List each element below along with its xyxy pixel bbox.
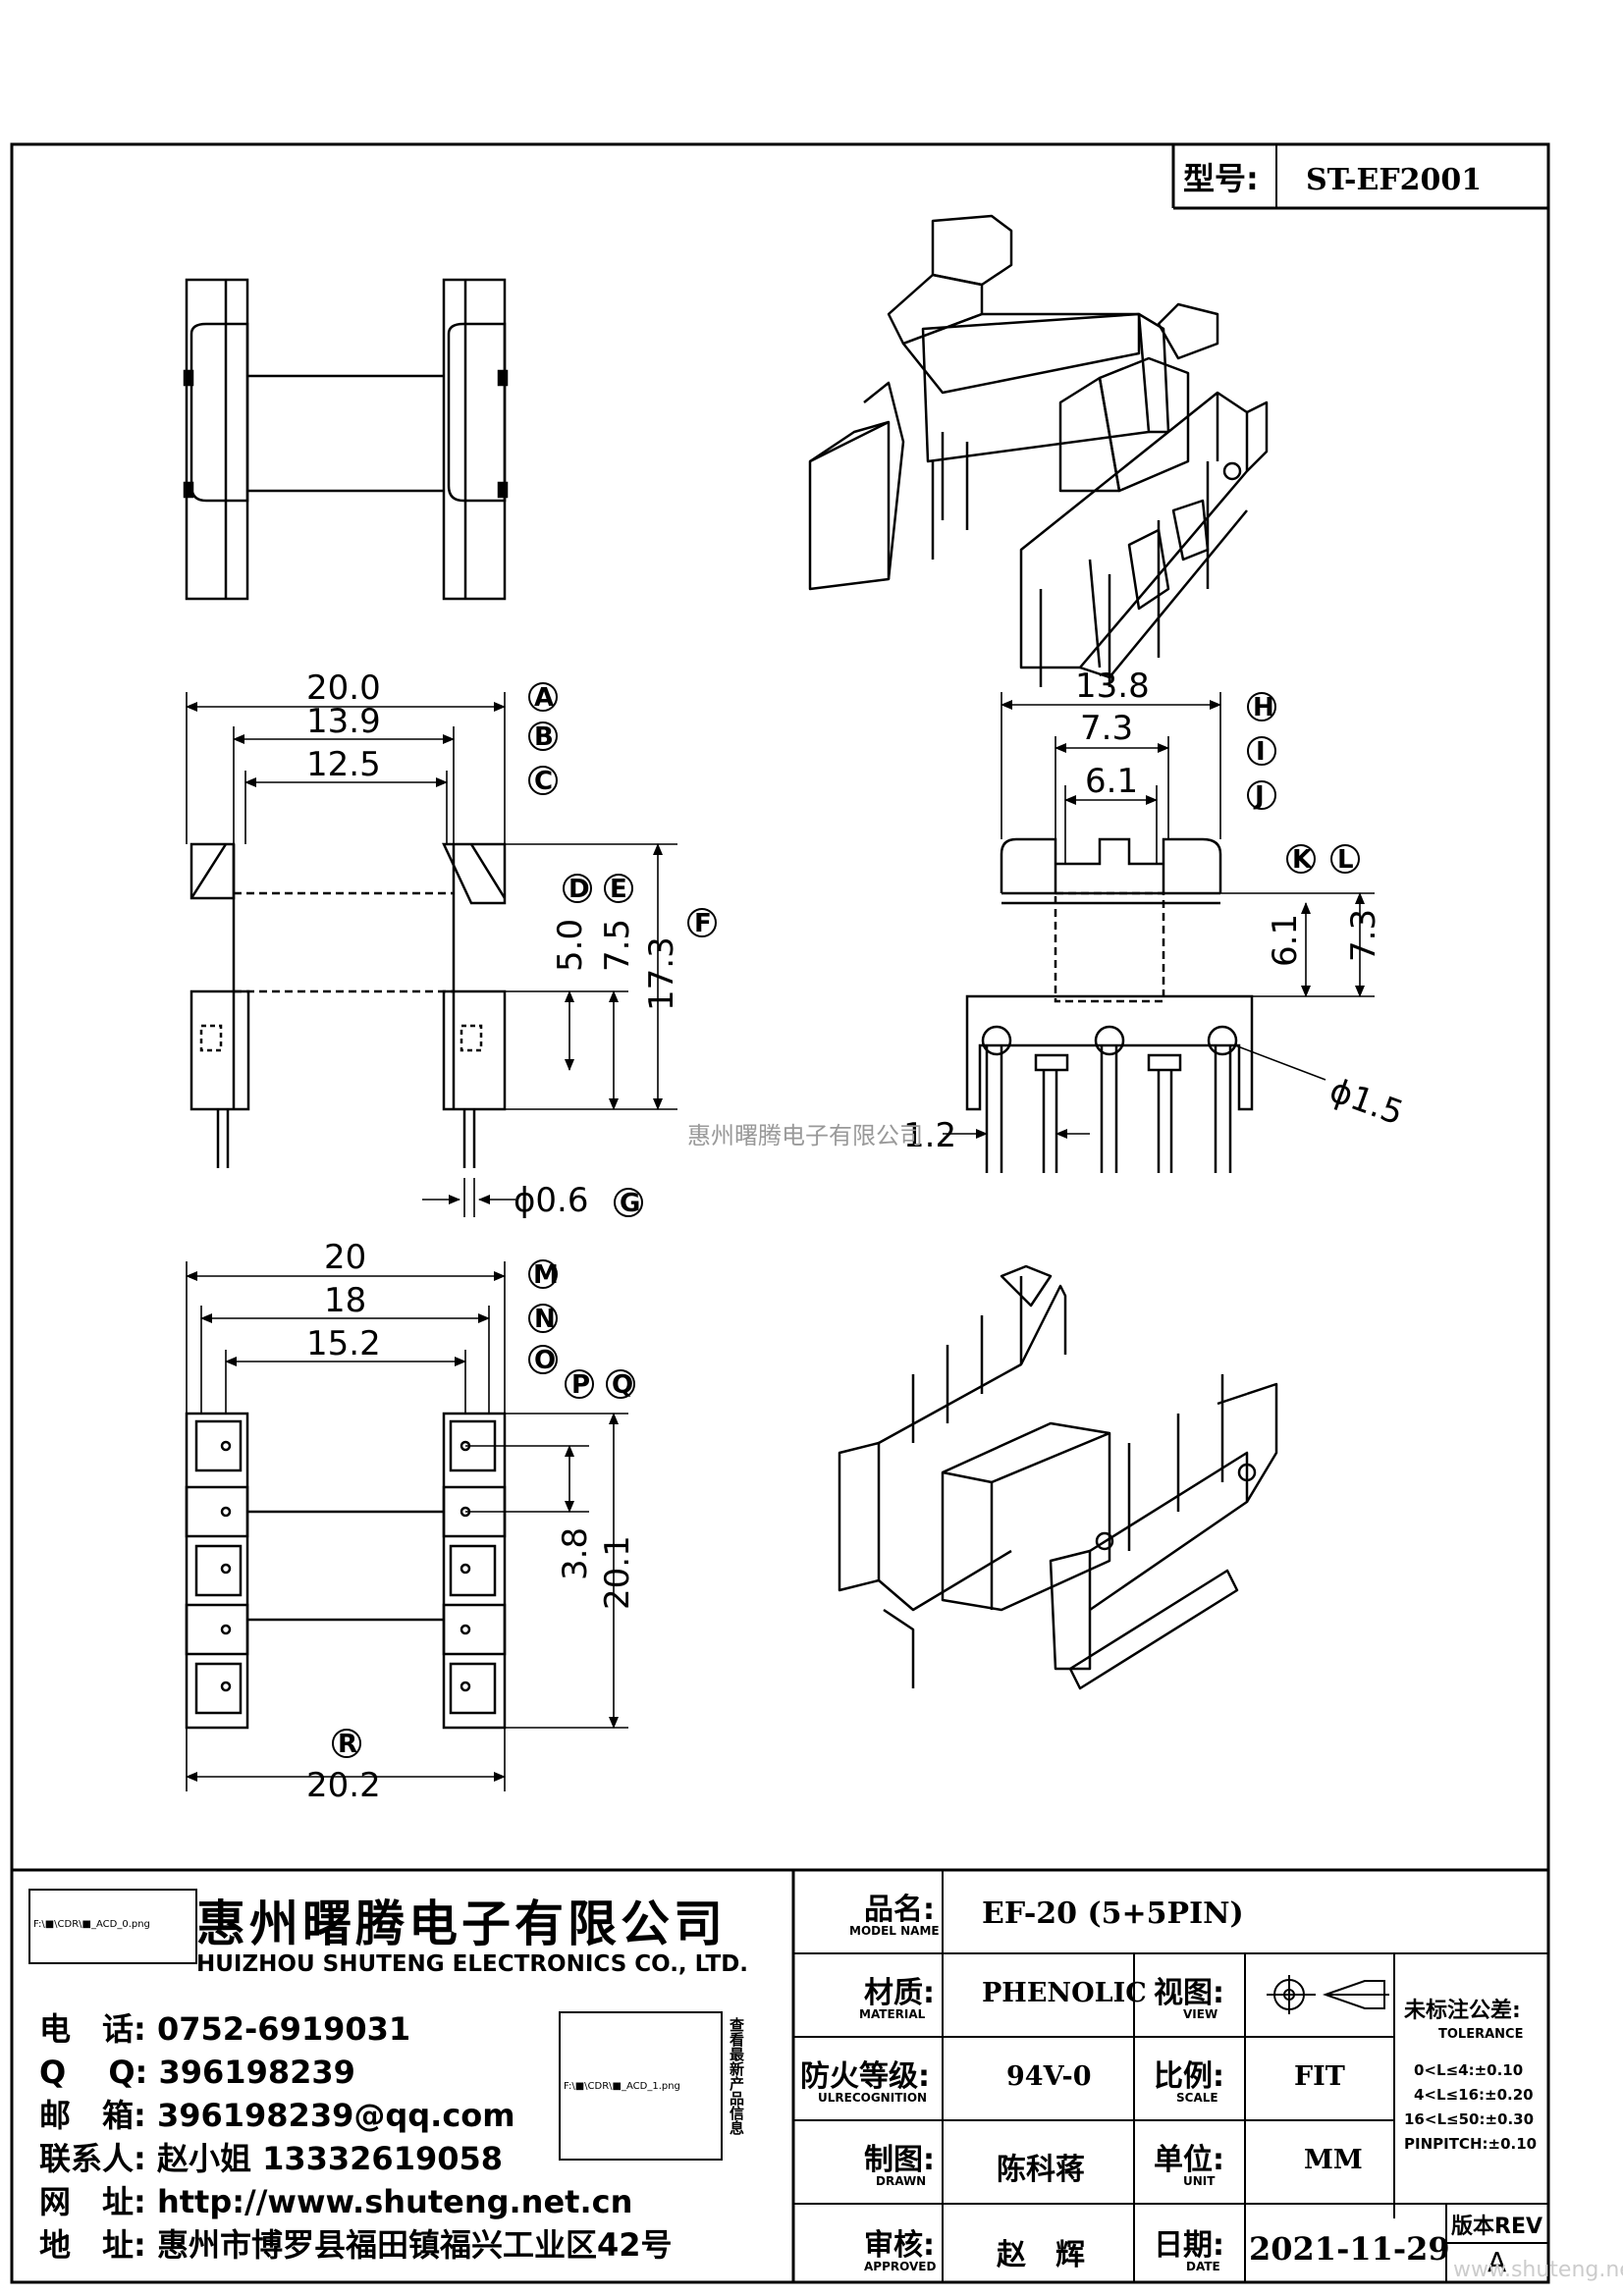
qr-code-box	[559, 2011, 723, 2161]
svg-text:P: P	[571, 1370, 590, 1400]
bottom-view-section	[185, 1412, 507, 1730]
scale-value: FIT	[1294, 2061, 1345, 2092]
svg-text:ϕ1.5: ϕ1.5	[1325, 1071, 1409, 1134]
top-left-side-view	[183, 278, 509, 601]
company-logo	[28, 1889, 197, 1964]
svg-text:20.1: 20.1	[598, 1535, 637, 1610]
qr-caption: 查看最新产品信息	[728, 2017, 745, 2135]
isometric-bottom-view	[838, 1264, 1278, 1690]
projection-symbol-icon	[1267, 1975, 1389, 2014]
side-view-dim-text: 20.0 13.9 12.5 5.0 7.5 17.3 ϕ0.6	[306, 668, 681, 1220]
front-view-section	[965, 837, 1254, 1173]
tolerance-title: 未标注公差:	[1404, 1999, 1521, 2023]
side-view-section	[189, 842, 507, 1168]
drawing-border	[10, 142, 1550, 2284]
approved-value: 赵 辉	[997, 2238, 1085, 2272]
revision-value: A	[1488, 2246, 1507, 2278]
dim-5-0: 5.0	[551, 919, 590, 972]
svg-text:D: D	[568, 875, 590, 904]
side-view-dimensions	[186, 692, 677, 1217]
svg-text:H: H	[1253, 693, 1274, 722]
svg-text:6.1: 6.1	[1266, 914, 1305, 967]
model-name-label: 品名:	[864, 1893, 935, 1927]
bottom-view-dimensions	[186, 1261, 628, 1791]
contact-row-phone: 电 话: 0752-6919031	[39, 2010, 411, 2048]
model-label: 型号:	[1183, 160, 1259, 197]
contact-row-person: 联系人: 赵小姐 13332619058	[39, 2140, 504, 2177]
title-block	[791, 1870, 1548, 2282]
dim-20-0: 20.0	[306, 668, 381, 708]
tolerance-subtitle: TOLERANCE	[1438, 2027, 1524, 2042]
model-name-value: EF-20 (5+5PIN)	[982, 1896, 1244, 1931]
svg-text:13.8: 13.8	[1075, 667, 1150, 706]
svg-text:J: J	[1253, 781, 1265, 811]
svg-text:G: G	[620, 1189, 640, 1218]
svg-text:20: 20	[324, 1238, 366, 1277]
drawn-value: 陈科蒋	[997, 2153, 1085, 2187]
date-value: 2021-11-29	[1249, 2230, 1450, 2268]
material-value: PHENOLIC	[982, 1978, 1147, 2008]
svg-text:L: L	[1337, 845, 1354, 875]
model-value: ST-EF2001	[1306, 163, 1482, 197]
svg-text:F: F	[694, 909, 712, 938]
watermark-text: 惠州曙腾电子有限公司	[687, 1122, 923, 1149]
svg-text:O: O	[534, 1346, 556, 1375]
front-view-callouts: H I J K L	[1247, 692, 1360, 875]
svg-text:A: A	[534, 683, 554, 713]
isometric-top-view	[808, 214, 1269, 687]
svg-text:C: C	[534, 767, 553, 796]
svg-text:7.3: 7.3	[1344, 909, 1383, 962]
flammability-value: 94V-0	[1006, 2061, 1092, 2092]
svg-text:7.3: 7.3	[1080, 709, 1133, 748]
unit-value: MM	[1304, 2145, 1363, 2175]
dim-12-5: 12.5	[306, 745, 381, 784]
svg-text:20.2: 20.2	[306, 1766, 381, 1805]
contact-row-website: 网 址: http://www.shuteng.net.cn	[39, 2183, 633, 2220]
svg-text:Q: Q	[612, 1370, 633, 1400]
svg-text:E: E	[610, 875, 627, 904]
contact-row-email: 邮 箱: 396198239@qq.com	[39, 2097, 515, 2134]
front-view-dim-text: 13.8 7.3 6.1 6.1 7.3 ϕ1.5 1.2	[903, 667, 1408, 1155]
front-view-dimensions	[943, 692, 1375, 1139]
contact-row-address: 地 址: 惠州市博罗县福田镇福兴工业区42号	[39, 2226, 673, 2264]
dim-7-5: 7.5	[598, 919, 637, 972]
bottom-view-dim-text: 20 18 15.2 3.8 20.1 20.2	[306, 1238, 637, 1805]
svg-text:I: I	[1256, 737, 1266, 767]
company-name-en: HUIZHOU SHUTENG ELECTRONICS CO., LTD.	[196, 1951, 749, 1977]
svg-text:M: M	[533, 1260, 559, 1290]
dim-pin-dia: ϕ0.6	[514, 1181, 589, 1220]
dim-13-9: 13.9	[306, 702, 381, 741]
svg-text:B: B	[534, 722, 554, 752]
svg-text:R: R	[338, 1730, 357, 1759]
svg-text:6.1: 6.1	[1085, 762, 1138, 801]
logo-file-ref: F:\■\CDR\■_ACD_0.png	[33, 1919, 150, 1930]
svg-text:15.2: 15.2	[306, 1324, 381, 1363]
svg-text:N: N	[534, 1305, 556, 1334]
svg-text:3.8: 3.8	[556, 1527, 595, 1580]
dim-17-3: 17.3	[642, 936, 681, 1011]
svg-text:1.2: 1.2	[903, 1116, 956, 1155]
qr-file-ref: F:\■\CDR\■_ACD_1.png	[564, 2081, 680, 2092]
contact-row-qq: Q Q: 396198239	[39, 2054, 355, 2091]
svg-text:K: K	[1292, 845, 1313, 875]
site-watermark: www.shuteng.net.cn	[1453, 2258, 1623, 2282]
side-view-callouts: A B C D E F G	[528, 682, 717, 1218]
revision-label: 版本REV	[1451, 2215, 1542, 2239]
bottom-view-callouts: M N O P Q R	[332, 1259, 635, 1759]
svg-text:18: 18	[324, 1281, 366, 1320]
model-header: 型号: ST-EF2001	[1171, 144, 1548, 210]
company-name-cn: 惠州曙腾电子有限公司	[196, 1896, 727, 1952]
